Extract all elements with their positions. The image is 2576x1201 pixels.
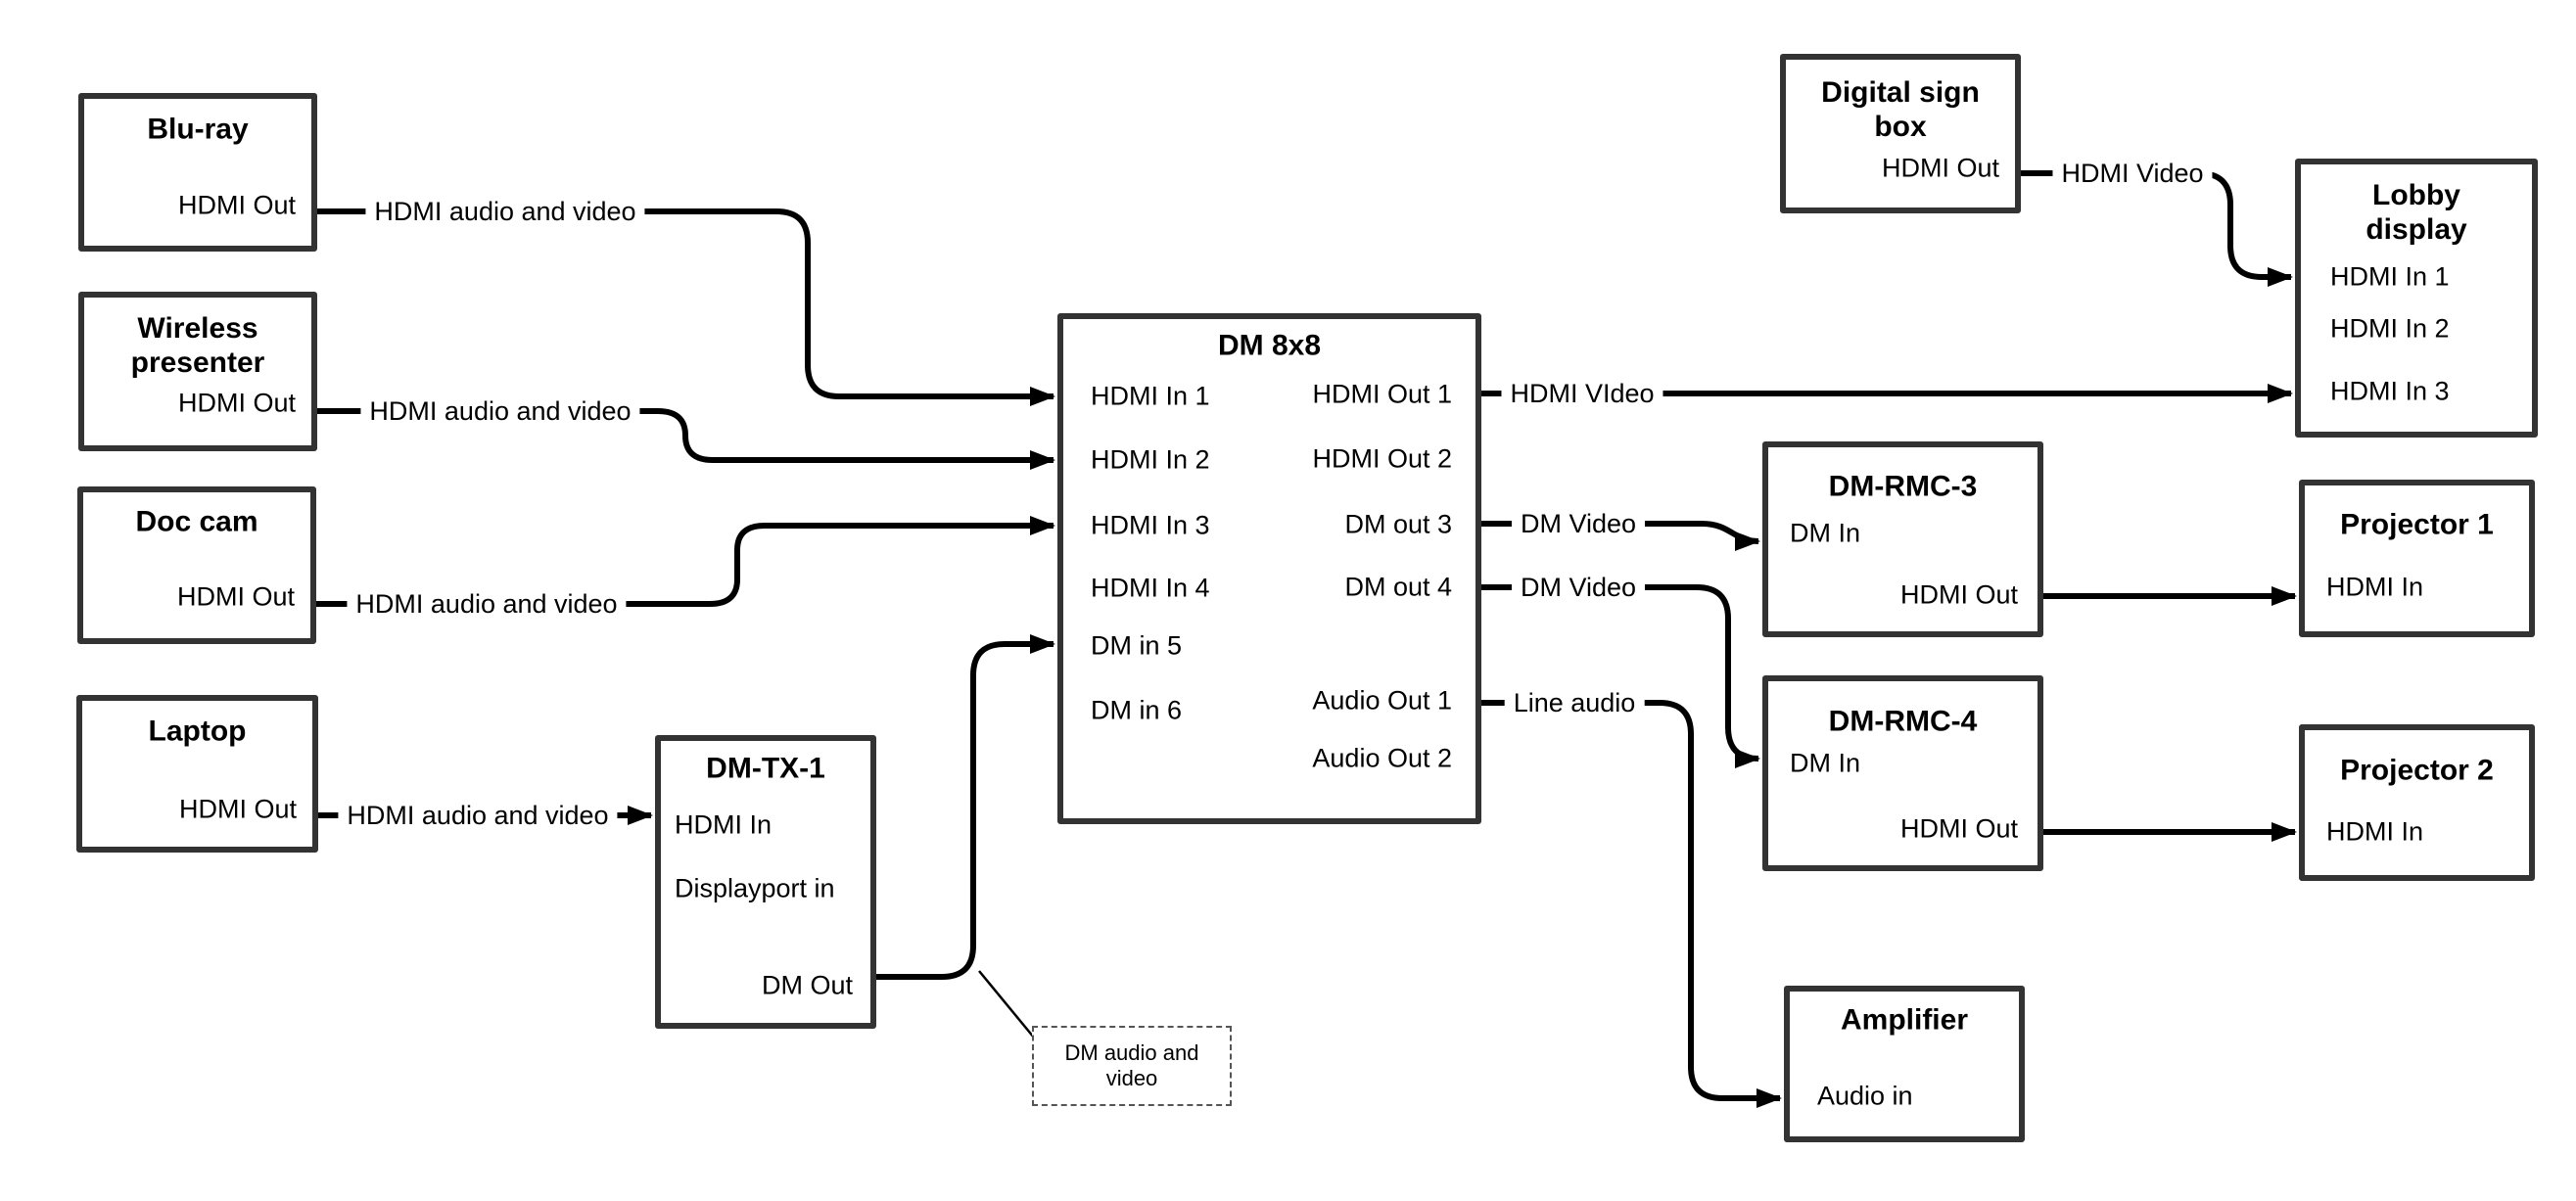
node-doc-cam: Doc cam HDMI Out xyxy=(77,486,316,644)
connection-dmtx1-dmout-to-dm8x8-dm-in5 xyxy=(876,634,1055,980)
port-audio-out-1: Audio Out 1 xyxy=(1312,685,1452,716)
port-hdmi-in-1: HDMI In 1 xyxy=(1091,381,1210,411)
connection-label-bluray: HDMI audio and video xyxy=(365,195,645,228)
node-title: DM-TX-1 xyxy=(706,752,825,785)
node-title: Blu-ray xyxy=(147,113,249,146)
connection-label-doccam: HDMI audio and video xyxy=(347,587,627,621)
port-hdmi-in-4: HDMI In 4 xyxy=(1091,573,1210,603)
port-displayport-in: Displayport in xyxy=(675,873,835,903)
port-hdmi-out: HDMI Out xyxy=(178,794,297,824)
note-callout-line xyxy=(978,970,1035,1039)
port-hdmi-in: HDMI In xyxy=(2326,816,2424,847)
node-title: DM-RMC-4 xyxy=(1828,705,1978,738)
node-title: Lobby display xyxy=(2365,179,2467,246)
connection-label-dm-video-out3: DM Video xyxy=(1511,507,1646,540)
port-dm-in-6: DM in 6 xyxy=(1091,695,1183,725)
port-hdmi-out: HDMI Out xyxy=(176,581,295,612)
node-lobby-display: Lobby display HDMI In 1 HDMI In 2 HDMI I… xyxy=(2295,159,2538,438)
port-hdmi-in-2: HDMI In 2 xyxy=(1091,444,1210,475)
port-dm-in-5: DM in 5 xyxy=(1091,630,1183,661)
node-title: Digital sign box xyxy=(1821,76,1980,143)
port-hdmi-out: HDMI Out xyxy=(177,190,296,220)
port-hdmi-out: HDMI Out xyxy=(1899,579,2018,610)
port-dm-out-3: DM out 3 xyxy=(1344,509,1452,539)
port-hdmi-out: HDMI Out xyxy=(177,388,296,418)
connection-wireless-to-dm8x8-hdmi-in2 xyxy=(317,408,1055,470)
port-hdmi-out-1: HDMI Out 1 xyxy=(1312,379,1452,409)
node-title: Wireless presenter xyxy=(130,312,265,379)
connection-label-digisign: HDMI Video xyxy=(2052,157,2213,190)
node-title: Projector 1 xyxy=(2340,508,2494,541)
node-title: Laptop xyxy=(148,715,247,748)
port-audio-in: Audio in xyxy=(1817,1081,1913,1111)
connection-bluray-to-dm8x8-hdmi-in1 xyxy=(317,208,1055,406)
connection-label-laptop: HDMI audio and video xyxy=(338,799,618,832)
connection-dm8x8-dm-out3-to-dmrmc3-dm-in xyxy=(1481,521,1760,551)
node-digital-sign-box: Digital sign box HDMI Out xyxy=(1780,54,2021,213)
node-projector-2: Projector 2 HDMI In xyxy=(2299,724,2535,881)
port-hdmi-in: HDMI In xyxy=(675,809,773,840)
port-dm-out: DM Out xyxy=(761,970,853,1000)
node-title: Projector 2 xyxy=(2340,754,2494,787)
node-blu-ray: Blu-ray HDMI Out xyxy=(78,93,317,252)
node-laptop: Laptop HDMI Out xyxy=(76,695,318,853)
annotation-note-text: DM audio and video xyxy=(1064,1040,1199,1090)
connection-doccam-to-dm8x8-hdmi-in3 xyxy=(316,516,1055,607)
node-dm-8x8: DM 8x8 HDMI In 1 HDMI In 2 HDMI In 3 HDM… xyxy=(1057,313,1481,824)
port-hdmi-in: HDMI In xyxy=(2326,572,2424,602)
port-dm-in: DM In xyxy=(1790,518,1861,548)
port-audio-out-2: Audio Out 2 xyxy=(1312,743,1452,773)
node-title: DM-RMC-3 xyxy=(1828,470,1978,503)
node-dm-rmc-3: DM-RMC-3 DM In HDMI Out xyxy=(1762,441,2043,637)
node-projector-1: Projector 1 HDMI In xyxy=(2299,480,2535,637)
node-title: DM 8x8 xyxy=(1217,329,1322,362)
node-amplifier: Amplifier Audio in xyxy=(1784,986,2025,1142)
port-hdmi-out: HDMI Out xyxy=(1899,813,2018,844)
node-dm-rmc-4: DM-RMC-4 DM In HDMI Out xyxy=(1762,675,2043,871)
port-hdmi-out: HDMI Out xyxy=(1881,153,1999,183)
port-hdmi-in-1: HDMI In 1 xyxy=(2330,261,2450,292)
connection-label-dm-video-out4: DM Video xyxy=(1511,571,1646,604)
connection-label-hdmi-video-out1: HDMI VIdeo xyxy=(1501,377,1663,410)
connection-dm8x8-dm-out4-to-dmrmc4-dm-in xyxy=(1481,584,1760,768)
port-dm-out-4: DM out 4 xyxy=(1344,572,1452,602)
node-dm-tx-1: DM-TX-1 HDMI In Displayport in DM Out xyxy=(655,735,876,1029)
port-hdmi-out-2: HDMI Out 2 xyxy=(1312,443,1452,474)
connection-dm8x8-audio-out1-to-amplifier xyxy=(1481,700,1782,1108)
connection-label-wireless: HDMI audio and video xyxy=(360,394,640,428)
connection-label-line-audio: Line audio xyxy=(1504,686,1645,719)
annotation-note: DM audio and video xyxy=(1032,1026,1232,1106)
port-hdmi-in-3: HDMI In 3 xyxy=(2330,376,2450,406)
node-title: Doc cam xyxy=(135,505,258,538)
port-hdmi-in-2: HDMI In 2 xyxy=(2330,313,2450,344)
node-title: Amplifier xyxy=(1840,1003,1969,1037)
port-hdmi-in-3: HDMI In 3 xyxy=(1091,510,1210,540)
node-wireless-presenter: Wireless presenter HDMI Out xyxy=(78,292,317,451)
port-dm-in: DM In xyxy=(1790,748,1861,778)
